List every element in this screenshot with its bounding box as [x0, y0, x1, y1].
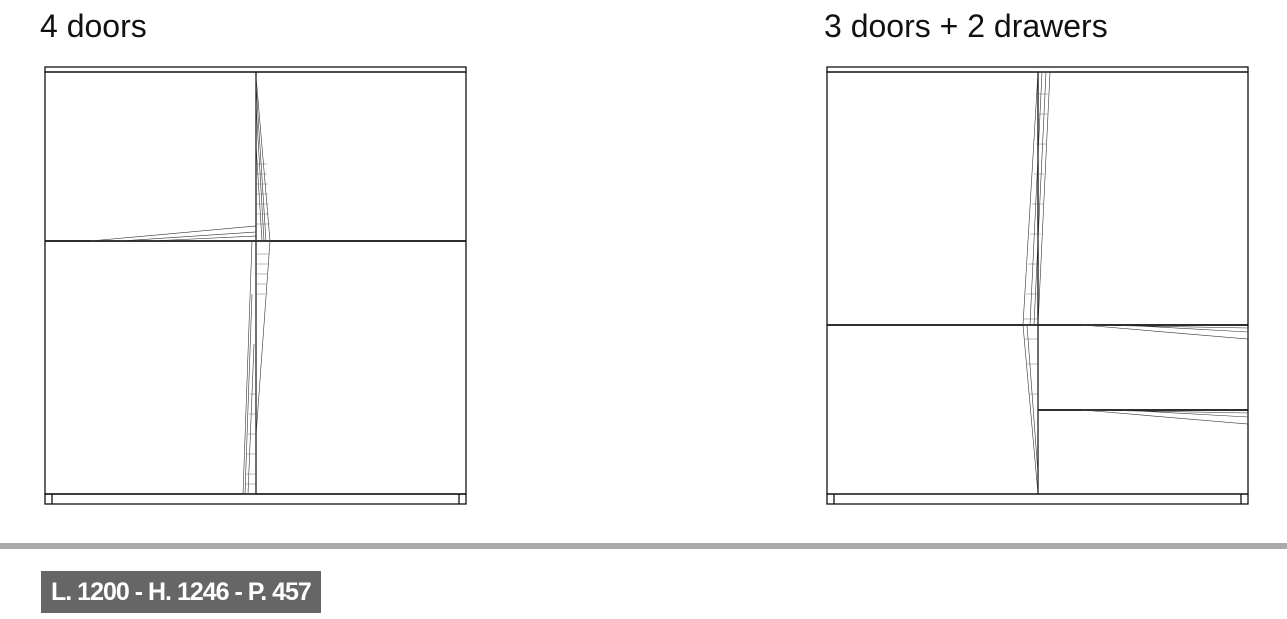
cabinet-3-doors-2-drawers-drawing	[826, 66, 1249, 505]
top-panel	[44, 66, 467, 73]
cabinet-4-doors-drawing	[44, 66, 467, 505]
dimensions-label: L. 1200 - H. 1246 - P. 457	[41, 571, 321, 613]
wedge-groove-pattern	[89, 75, 271, 495]
section-divider	[0, 543, 1287, 549]
plinth	[44, 493, 467, 505]
wedge-groove-pattern	[1022, 71, 1249, 495]
top-panel	[826, 66, 1249, 73]
plinth	[826, 493, 1249, 505]
caption-3-doors-2-drawers: 3 doors + 2 drawers	[824, 8, 1108, 44]
caption-4-doors: 4 doors	[40, 8, 147, 44]
